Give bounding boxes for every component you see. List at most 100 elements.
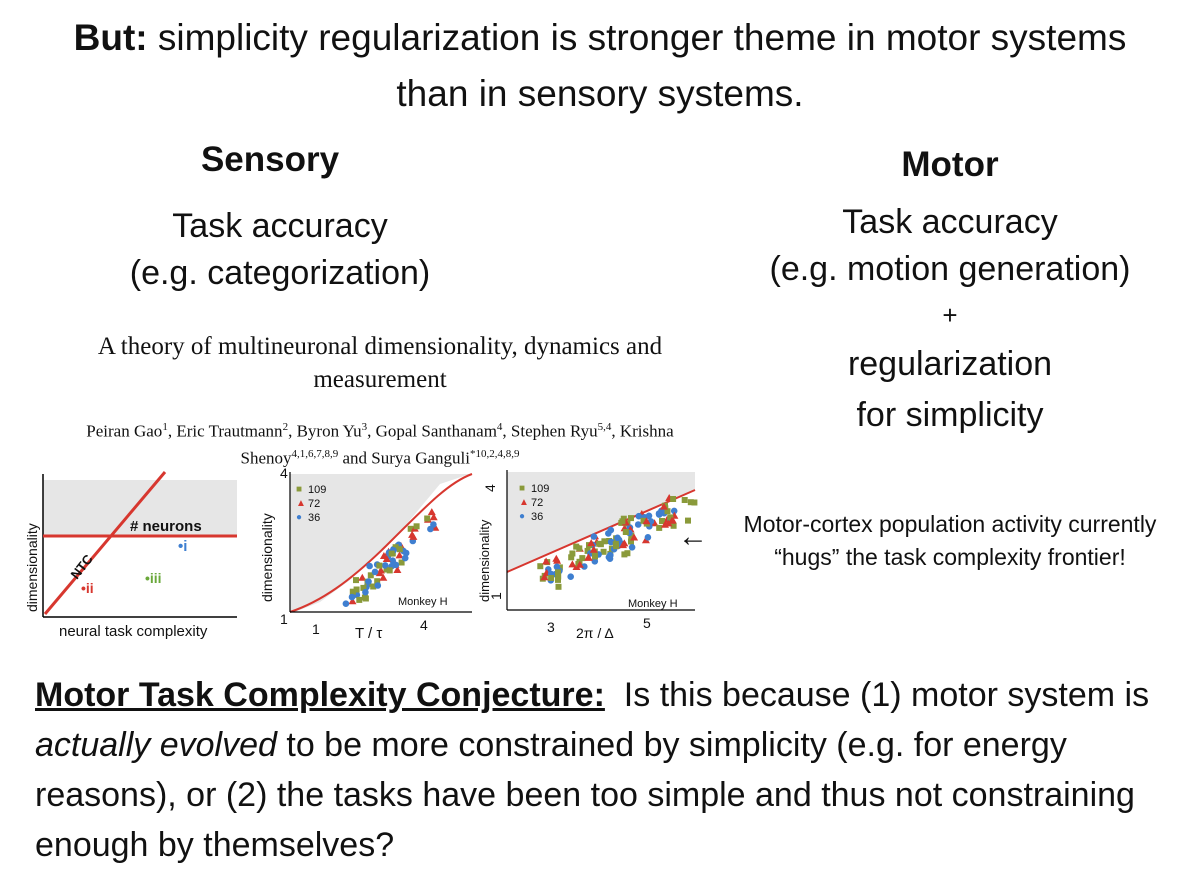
scatter1-marker xyxy=(379,573,388,581)
scatter2-y-tick-1: 1 xyxy=(488,592,504,600)
callout-line-2: “hugs” the task complexity frontier! xyxy=(774,544,1126,570)
scatter2-marker xyxy=(634,521,642,528)
scatter2-legend-109: 109 xyxy=(531,483,549,495)
scatter2-marker xyxy=(584,547,591,554)
title-line-2: than in sensory systems. xyxy=(396,73,804,114)
scatter1-marker xyxy=(376,562,383,569)
author-affil: *10,2,4,8,9 xyxy=(469,447,520,460)
scatter1-marker xyxy=(367,572,374,579)
scatter1-y-tick-1: 1 xyxy=(280,611,288,627)
scatter2-marker xyxy=(614,534,621,542)
scatter-plot-2pi-delta: 4 1 3 5 2π / Δ dimensionality Monkey H ■… xyxy=(477,470,698,641)
scatter2-legend-marker-36: ● xyxy=(519,511,525,522)
scatter1-marker xyxy=(388,550,395,557)
scatter2-marker xyxy=(670,507,678,515)
title-line-1: But: simplicity regularization is strong… xyxy=(0,10,1200,66)
scatter1-x-label: T / τ xyxy=(355,625,382,642)
scatter2-marker xyxy=(628,515,634,522)
author-name: Shenoy xyxy=(240,448,292,468)
conjecture-italic: actually evolved xyxy=(35,726,277,764)
paper-title: A theory of multineuronal dimensionality… xyxy=(40,330,720,396)
scatter2-marker xyxy=(587,539,596,547)
scatter2-marker xyxy=(619,518,626,525)
scatter2-legend-marker-109: ■ xyxy=(519,483,525,494)
author-name: and Surya Ganguli xyxy=(338,448,470,468)
scatter1-marker xyxy=(375,569,384,577)
scatter2-marker xyxy=(628,532,635,539)
scatter1-legend-marker-36: ● xyxy=(296,512,302,523)
scatter1-marker xyxy=(424,515,431,522)
scatter2-marker xyxy=(537,563,544,570)
authors-line-2: Shenoy4,1,6,7,8,9 and Surya Ganguli*10,2… xyxy=(30,443,730,470)
author-affil: 4 xyxy=(496,421,503,433)
diagram-gray-region xyxy=(43,480,237,536)
conjecture-text-1: Is this because (1) motor system is xyxy=(604,676,1159,714)
scatter1-marker xyxy=(370,583,377,590)
author-affil: 3 xyxy=(361,421,368,433)
scatter2-marker xyxy=(601,538,608,545)
motor-line-2: (e.g. motion generation) xyxy=(769,250,1131,288)
scatter2-marker xyxy=(624,550,631,557)
scatter1-y-label: dimensionality xyxy=(259,513,275,602)
diagram-ntc-line xyxy=(43,471,167,615)
scatter2-annotation: Monkey H xyxy=(628,598,678,610)
scatter2-marker xyxy=(581,563,588,570)
scatter1-annotation: Monkey H xyxy=(398,596,448,608)
scatter2-marker xyxy=(667,514,674,521)
scatter2-marker xyxy=(640,517,647,524)
title-bold-lead: But: xyxy=(73,17,148,58)
scatter1-marker xyxy=(371,568,379,576)
author-affil: 4,1,6,7,8,9 xyxy=(291,447,339,460)
diagram-point-iii: •iii xyxy=(145,570,162,586)
scatter1-marker xyxy=(395,551,404,559)
author-affil: 2 xyxy=(282,421,289,433)
scatter2-marker xyxy=(542,557,551,565)
scatter2-marker xyxy=(592,553,598,560)
scatter1-marker xyxy=(381,562,389,569)
scatter1-marker xyxy=(353,586,360,593)
scatter1-marker xyxy=(366,562,373,570)
scatter1-legend-marker-109: ■ xyxy=(296,484,302,495)
scatter2-marker xyxy=(681,497,688,503)
author-name: Peiran Gao xyxy=(86,421,163,441)
scatter1-points xyxy=(342,508,440,607)
author-name: , Eric Trautmann xyxy=(167,421,283,441)
sensory-line-1: Task accuracy xyxy=(172,207,388,245)
scatter2-legend-36: 36 xyxy=(531,511,543,523)
scatter1-marker xyxy=(361,594,368,601)
scatter1-legend-109: 109 xyxy=(308,484,326,496)
scatter2-marker xyxy=(576,545,583,552)
diagram-y-label: dimensionality xyxy=(25,523,40,612)
scatter2-gray-region xyxy=(507,472,695,572)
scatter2-legend: ■ 109 ▲ 72 ● 36 xyxy=(519,483,549,523)
diagram-x-label: neural task complexity xyxy=(59,623,208,640)
paper-title-line-1: A theory of multineuronal dimensionality… xyxy=(97,333,663,360)
scatter2-legend-72: 72 xyxy=(531,497,543,509)
scatter2-marker xyxy=(691,499,698,506)
scatter1-marker xyxy=(356,596,363,603)
author-affil: 1 xyxy=(162,421,168,433)
scatter2-marker xyxy=(630,533,639,541)
scatter2-marker xyxy=(548,575,555,581)
paper-authors: Peiran Gao1, Eric Trautmann2, Byron Yu3,… xyxy=(30,416,730,469)
scatter2-x-label: 2π / Δ xyxy=(576,625,614,641)
scatter2-x-tick-3: 3 xyxy=(547,619,555,635)
scatter2-marker xyxy=(659,502,668,510)
scatter2-marker xyxy=(555,569,561,576)
scatter1-x-tick-1: 1 xyxy=(312,621,320,637)
complexity-diagram: # neurons NTC •i •ii •iii dimensionality… xyxy=(25,471,237,640)
scatter2-marker xyxy=(661,520,669,528)
title-line-1-text: simplicity regularization is stronger th… xyxy=(147,17,1127,58)
scatter2-marker xyxy=(555,573,562,580)
scatter2-marker xyxy=(573,543,580,550)
scatter2-marker xyxy=(635,512,643,520)
scatter2-marker xyxy=(687,499,694,506)
conjecture-paragraph: Motor Task Complexity Conjecture: Is thi… xyxy=(35,670,1185,870)
scatter1-legend: ■ 109 ▲ 72 ● 36 xyxy=(296,484,326,524)
scatter2-marker xyxy=(628,544,636,551)
scatter1-marker xyxy=(413,523,420,530)
scatter2-marker xyxy=(555,576,561,583)
scatter1-marker xyxy=(396,546,403,553)
scatter-plot-t-tau: 4 1 1 4 T / τ dimensionality Monkey H ■ … xyxy=(259,465,473,642)
callout-arrow-icon: ← xyxy=(678,520,708,553)
